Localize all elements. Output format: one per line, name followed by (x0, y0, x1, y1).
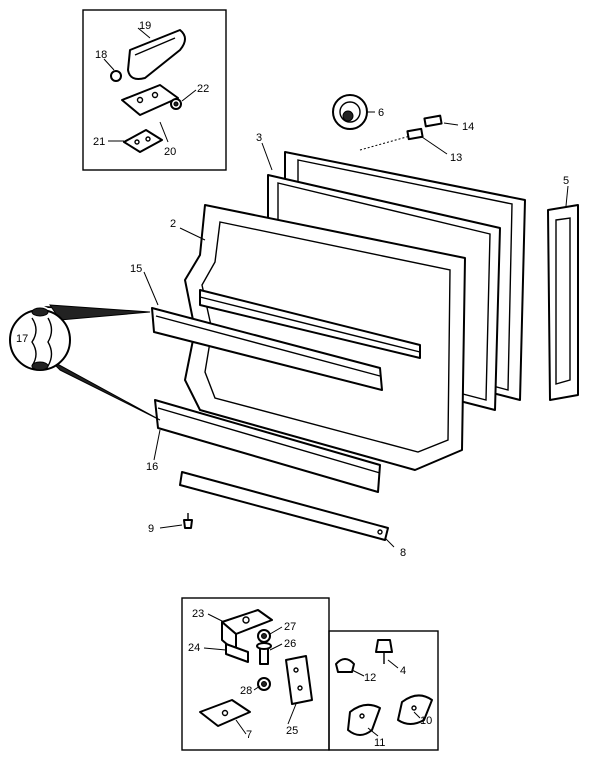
screw (183, 519, 193, 529)
bottom-bracket-7 (199, 699, 251, 727)
hinge-cover-inset (82, 9, 227, 171)
label-19: 19 (139, 20, 151, 32)
shim-24 (225, 643, 249, 663)
hinge-plate (121, 84, 179, 116)
label-12: 12 (364, 672, 376, 684)
hinge-cap-small (110, 70, 122, 82)
label-2: 2 (170, 218, 176, 230)
label-3: 3 (256, 132, 262, 144)
label-18-top: 18 (95, 49, 107, 61)
label-26: 26 (284, 638, 296, 650)
door-trim-strip (179, 471, 389, 541)
label-28: 28 (240, 685, 252, 697)
label-6: 6 (378, 107, 384, 119)
door-stop-pin (375, 639, 393, 653)
label-5: 5 (563, 175, 569, 187)
label-17: 17 (16, 333, 28, 345)
hinge-cover (127, 29, 186, 80)
label-25: 25 (286, 725, 298, 737)
label-23: 23 (192, 608, 204, 620)
door-stop-left (347, 703, 381, 736)
door-stop-inset (328, 630, 439, 751)
door-handle (547, 204, 579, 401)
door-assembly (143, 94, 579, 548)
label-4: 4 (400, 665, 406, 677)
label-24: 24 (188, 642, 200, 654)
label-7: 7 (246, 729, 252, 741)
label-14: 14 (462, 121, 474, 133)
label-15: 15 (130, 263, 142, 275)
label-16: 16 (146, 461, 158, 473)
door-liner (184, 204, 466, 471)
label-11: 11 (374, 737, 385, 749)
label-9: 9 (148, 523, 154, 535)
detail-17 (9, 304, 161, 421)
label-8: 8 (400, 547, 406, 559)
lower-hinge-inset (181, 597, 330, 751)
label-13: 13 (450, 152, 462, 164)
label-20: 20 (164, 146, 176, 158)
plug-button (335, 658, 355, 673)
part-labels: 19 18 22 21 20 6 14 13 3 5 2 15 17 16 9 … (16, 20, 569, 749)
door-clip (423, 114, 443, 128)
label-27: 27 (284, 621, 296, 633)
hinge-plate-25 (285, 655, 313, 705)
label-21: 21 (93, 136, 105, 148)
label-22: 22 (197, 83, 209, 95)
hinge-shim (123, 129, 163, 153)
door-clip-small (406, 127, 424, 141)
label-10: 10 (420, 715, 432, 727)
door-shelf-upper (151, 307, 383, 391)
